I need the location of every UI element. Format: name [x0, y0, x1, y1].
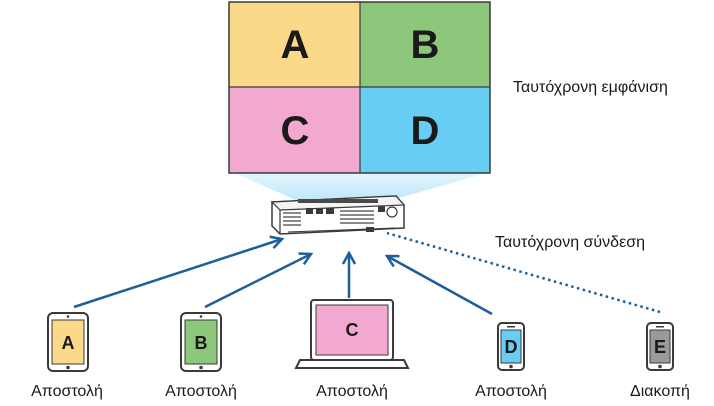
arrow-device-d	[387, 256, 493, 316]
projected-screen: A B C D	[228, 1, 491, 174]
arrow-device-a	[73, 239, 282, 309]
device-a-letter: A	[62, 333, 75, 353]
device-a-status: Αποστολή	[31, 383, 103, 400]
smartphone-device-e: E	[646, 322, 674, 371]
device-c-letter: C	[346, 320, 359, 340]
quadrant-b	[360, 2, 490, 87]
laptop-device-c: C	[294, 299, 410, 369]
smartphone-device-d: D	[497, 322, 525, 371]
arrow-device-b	[204, 254, 311, 309]
device-c-status: Αποστολή	[316, 383, 388, 400]
quadrant-a	[229, 2, 360, 87]
quadrant-a-letter: A	[281, 23, 310, 67]
quadrant-d	[360, 87, 490, 173]
quadrant-d-letter: D	[411, 109, 440, 153]
device-d-letter: D	[505, 337, 518, 357]
device-d-status: Αποστολή	[475, 383, 547, 400]
simultaneous-display-label: Ταυτόχρονη εμφάνιση	[513, 79, 668, 96]
simultaneous-connection-label: Ταυτόχρονη σύνδεση	[495, 234, 645, 251]
device-b-letter: B	[195, 333, 208, 353]
quadrant-c	[229, 87, 360, 173]
connection-arrows	[73, 231, 661, 316]
quadrant-c-letter: C	[281, 109, 310, 153]
device-b-status: Αποστολή	[165, 383, 237, 400]
device-e-letter: E	[654, 337, 666, 357]
device-e-status: Διακοπή	[630, 383, 690, 400]
tablet-device-a: A	[47, 312, 89, 372]
tablet-device-b: B	[180, 312, 222, 372]
projector-icon	[270, 195, 406, 235]
quadrant-b-letter: B	[411, 23, 440, 67]
projection-beam	[232, 172, 490, 200]
